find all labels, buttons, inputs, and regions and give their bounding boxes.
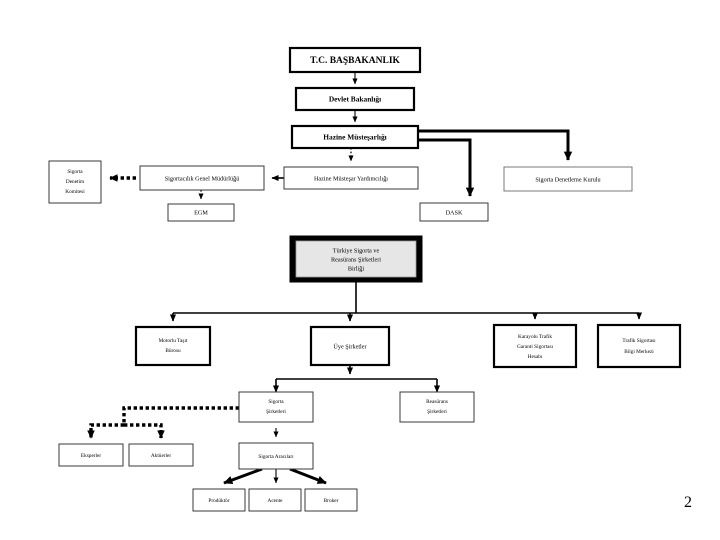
node-sigorta-aracilari[interactable]: Sigorta Aracıları (238, 442, 314, 470)
connector-layer (87, 72, 643, 485)
node-basbakanlik-label: T.C. BAŞBAKANLIK (310, 56, 400, 66)
node-sigorta-denetim-komitesi-line2: Denetim (66, 179, 85, 185)
edge-hazine-dask (418, 138, 475, 197)
edge-sigortasir-akturler (124, 423, 165, 439)
node-hazine-mustesarligi-label: Hazine Müsteşarlığı (323, 133, 386, 142)
node-trafikbilgi-line2: Bilgi Merkezi (624, 349, 654, 355)
node-motorlu-tasit-burosu-line2: Bürosu (165, 348, 181, 354)
node-motorlu-tasit-burosu-line1: Motorlu Taşıt (159, 338, 188, 344)
node-dask-label: DASK (446, 209, 463, 216)
node-sigortacilik-genel-mudurlugu[interactable]: Sigortacılık Genel Müdürlüğü (139, 165, 265, 191)
node-uye-sirketler-label: Üye Şirketler (333, 343, 366, 350)
node-sigorta-aracilari-label: Sigorta Aracıları (258, 454, 294, 460)
node-sigorta-denetim-komitesi-line3: Komitesi (65, 189, 85, 195)
page-number: 2 (684, 494, 692, 511)
node-hazine-mustesar-yardimciligi[interactable]: Hazine Müsteşar Yardımcılığı (283, 166, 419, 190)
node-reasurans-sirketleri-line2: Şirketleri (427, 409, 447, 415)
edge-aracilar-broker (289, 467, 327, 485)
node-eksperler-label: Eksperler (81, 453, 102, 459)
node-broker[interactable]: Broker (304, 488, 358, 512)
node-sigorta-sirketleri-line1: Sigorta (268, 399, 284, 405)
node-trafikbilgi-line1: Trafik Sigortası (622, 337, 656, 344)
node-sigorta-denetim-komitesi[interactable]: Sigorta Denetim Komitesi (48, 160, 102, 204)
node-akturler[interactable]: Aktüerler (128, 443, 194, 467)
node-egm[interactable]: EGM (167, 203, 235, 222)
node-sigorta-denetim-komitesi-line1: Sigorta (67, 169, 83, 175)
node-trafik-sigortasi-bilgi-merkezi[interactable]: Trafik Sigortası Bilgi Merkezi (596, 323, 682, 369)
node-akturler-label: Aktüerler (151, 453, 172, 459)
node-birligi-line3: Birliği (348, 265, 364, 272)
node-hazine-mustesarligi[interactable]: Hazine Müsteşarlığı (290, 124, 420, 150)
node-karayolu-line1: Karayolu Trafik (518, 333, 552, 340)
node-devlet-bakanligi-label: Devlet Bakanlığı (329, 95, 381, 104)
node-acente-label: Acente (268, 498, 284, 504)
node-sigortacilik-genel-mudurlugu-label: Sigortacılık Genel Müdürlüğü (165, 175, 240, 182)
node-produktor-label: Prodüktör (208, 498, 229, 504)
node-turkiye-sigorta-reasurans-birligi[interactable]: Türkiye Sigorta ve Reasürans Şirketleri … (289, 235, 423, 283)
node-layer: T.C. BAŞBAKANLIK Devlet Bakanlığı Hazine… (48, 46, 682, 512)
node-karayolu-line2: Garanti Sigortası (517, 344, 554, 350)
node-motorlu-tasit-burosu[interactable]: Motorlu Taşıt Bürosu (134, 325, 212, 367)
node-sigorta-denetleme-kurulu[interactable]: Sigorta Denetleme Kurulu (503, 166, 633, 192)
edge-aracilar-produktor (223, 467, 263, 485)
node-uye-sirketler[interactable]: Üye Şirketler (309, 325, 391, 367)
node-sigorta-sirketleri[interactable]: Sigorta Şirketleri (238, 391, 314, 423)
node-basbakanlik[interactable]: T.C. BAŞBAKANLIK (288, 46, 422, 74)
node-eksperler[interactable]: Eksperler (58, 443, 124, 467)
edge-hazine-sdkurulu (418, 129, 573, 161)
node-dask[interactable]: DASK (419, 202, 489, 222)
node-sigorta-denetleme-kurulu-label: Sigorta Denetleme Kurulu (535, 176, 600, 183)
node-acente[interactable]: Acente (248, 488, 302, 512)
node-egm-label: EGM (194, 209, 208, 216)
edge-sigortasir-eksperler (87, 406, 239, 439)
node-karayolu-trafik-garanti[interactable]: Karayolu Trafik Garanti Sigortası Hesabı (492, 323, 578, 369)
node-reasurans-sirketleri[interactable]: Reasürans Şirketleri (399, 391, 475, 423)
node-devlet-bakanligi[interactable]: Devlet Bakanlığı (294, 86, 416, 112)
node-hazine-mustesar-yardimciligi-label: Hazine Müsteşar Yardımcılığı (314, 175, 388, 182)
node-produktor[interactable]: Prodüktör (192, 488, 246, 512)
node-broker-label: Broker (324, 498, 339, 504)
node-reasurans-sirketleri-line1: Reasürans (426, 399, 448, 405)
node-sigorta-sirketleri-line2: Şirketleri (266, 409, 286, 415)
node-birligi-line1: Türkiye Sigorta ve (333, 247, 380, 254)
node-birligi-line2: Reasürans Şirketleri (331, 256, 381, 263)
node-karayolu-line3: Hesabı (528, 354, 543, 360)
